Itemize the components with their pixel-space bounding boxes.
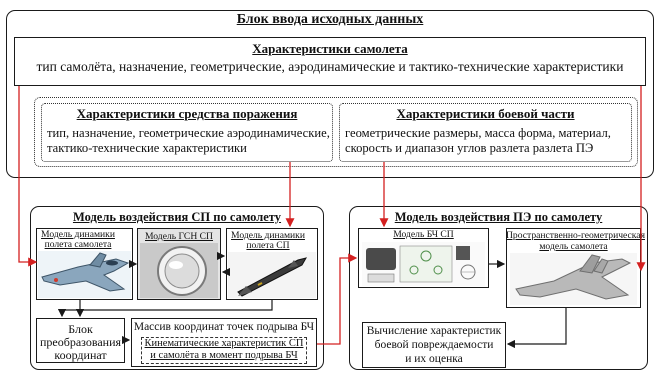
spatial-aircraft-model-line2: модель самолета — [539, 241, 608, 252]
weapon-flight-dynamics-line1: Модель динамики — [231, 230, 305, 241]
missile-image — [228, 252, 316, 298]
spatial-aircraft-model-line1: Пространственно-геометрическая — [506, 230, 645, 241]
flight-dynamics-model-line1: Модель динамики — [41, 229, 115, 240]
kinematic-characteristics-line1: Кинематические характеристик СП — [144, 338, 304, 349]
aircraft-3d-model-image — [510, 253, 637, 305]
fighter-jet-image — [38, 251, 131, 298]
seeker-dome-image — [140, 243, 218, 298]
damage-characteristics-line1: Вычисление характеристик — [366, 325, 502, 337]
warhead-model-label: Модель БЧ СП — [393, 229, 454, 240]
weapon-characteristics-box — [41, 103, 333, 162]
weapon-impact-model-title: Модель воздействия СП по самолету — [72, 210, 282, 224]
fragment-impact-model-title: Модель воздействия ПЭ по самолету — [394, 210, 603, 224]
warhead-characteristics-title: Характеристики боевой части — [396, 106, 575, 121]
coordinate-transform-line2: преобразования — [39, 335, 122, 349]
weapon-characteristics-line1: тип, назначение, геометрические аэродина… — [47, 126, 330, 140]
aircraft-characteristics-text: тип самолёта, назначение, геометрические… — [36, 59, 624, 74]
burst-coordinates-label: Массив координат точек подрыва БЧ — [133, 321, 315, 333]
damage-characteristics-line2: боевой повреждаемости — [374, 339, 494, 351]
damage-characteristics-box — [362, 322, 506, 368]
weapon-characteristics-line2: тактико-технические характеристики — [47, 141, 247, 155]
seeker-model-label: Модель ГСН СП — [145, 231, 213, 242]
weapon-flight-dynamics-line2: полета СП — [246, 240, 290, 251]
coordinate-transform-line3: координат — [54, 348, 107, 362]
coordinate-transform-block — [36, 318, 125, 363]
input-data-block-title: Блок ввода исходных данных — [236, 12, 424, 27]
warhead-model-image — [362, 242, 485, 286]
kinematic-characteristics-box — [141, 337, 307, 364]
aircraft-characteristics-box — [14, 37, 646, 86]
flight-dynamics-model-line2: полета самолета — [44, 239, 112, 250]
aircraft-characteristics-title: Характеристики самолета — [252, 41, 408, 56]
damage-characteristics-line3: и их оценка — [405, 353, 463, 365]
weapon-characteristics-title: Характеристики средства поражения — [76, 106, 298, 121]
coordinate-transform-line1: Блок — [68, 322, 93, 336]
warhead-characteristics-line1: геометрические размеры, масса форма, мат… — [345, 126, 611, 140]
warhead-characteristics-line2: скорость и диапазон углов разлета разлет… — [345, 141, 594, 155]
warhead-characteristics-box — [339, 103, 632, 162]
kinematic-characteristics-line2: и самолёта в момент подрыва БЧ — [150, 350, 298, 361]
